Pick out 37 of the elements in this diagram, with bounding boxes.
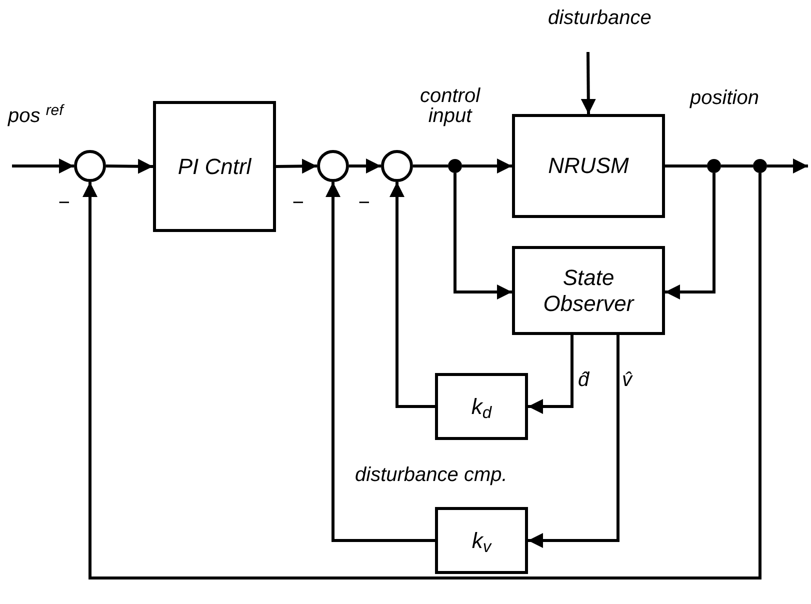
edge-label: v̂ xyxy=(622,368,632,392)
signal-arrow xyxy=(462,158,512,174)
signal-arrow xyxy=(82,173,762,580)
signal-arrow xyxy=(326,182,435,542)
block-label: PI Cntrl xyxy=(176,154,253,180)
block xyxy=(153,101,276,232)
signal-label: position xyxy=(690,88,759,108)
signal-arrow xyxy=(528,335,620,548)
signal-arrow xyxy=(12,158,74,174)
block xyxy=(435,507,528,574)
signal-label: − xyxy=(292,193,304,213)
signal-label: − xyxy=(358,193,370,213)
signal-arrow xyxy=(767,158,808,174)
block-label: k$_{v}$ xyxy=(470,528,493,554)
edge-label: pos $^{ref}$ xyxy=(8,104,64,128)
signal-label: disturbance cmp. xyxy=(355,465,508,485)
signal-arrow xyxy=(349,158,381,174)
signal-label: control input xyxy=(418,86,482,126)
block-label: k$_{d}$ xyxy=(470,394,493,420)
block xyxy=(512,246,665,335)
edge-label: disturbance xyxy=(548,6,652,30)
summing-junction xyxy=(381,150,413,182)
signal-label: − xyxy=(58,193,70,213)
edge-label: d̂ xyxy=(578,368,590,392)
block-label: State Observer xyxy=(542,264,636,316)
summing-junction xyxy=(74,150,106,182)
signal-arrow xyxy=(580,52,596,114)
block xyxy=(512,114,665,218)
block-label: NRUSM xyxy=(547,153,630,179)
signal-arrow xyxy=(106,158,154,174)
signal-arrow xyxy=(390,182,435,408)
signal-arrow xyxy=(528,335,574,414)
block xyxy=(435,373,528,440)
signal-arrow xyxy=(276,158,318,174)
signal-arrow xyxy=(454,173,512,300)
summing-junction xyxy=(317,150,349,182)
signal-arrow xyxy=(665,173,716,300)
